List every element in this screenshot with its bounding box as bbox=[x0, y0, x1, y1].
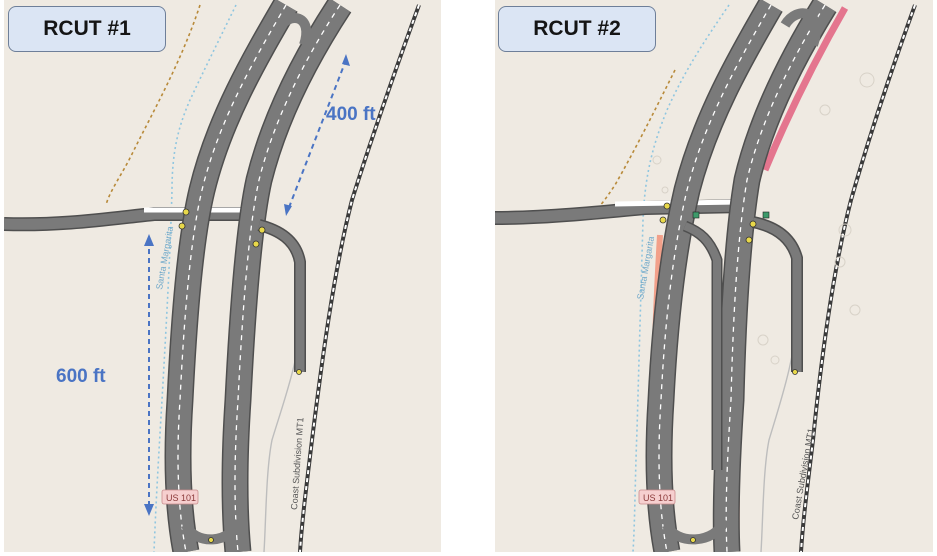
pink-shoulder-east bbox=[761, 6, 849, 172]
rcut-2-map: Santa Margarita Coast Subdivision MT1 US… bbox=[495, 0, 917, 552]
trail-line bbox=[594, 69, 676, 211]
dimension-arrow-400 bbox=[284, 54, 350, 216]
svg-text:US 101: US 101 bbox=[166, 493, 196, 503]
north-u-turn bbox=[273, 13, 312, 47]
svg-text:US 101: US 101 bbox=[643, 493, 673, 503]
trail-line bbox=[105, 4, 201, 206]
loop-connector bbox=[682, 220, 723, 470]
dimension-arrow-600 bbox=[144, 234, 154, 516]
rail-label: Coast Subdivision MT1 bbox=[790, 427, 816, 520]
north-u-turn bbox=[780, 8, 821, 47]
creek-label: Santa Margarita bbox=[154, 226, 175, 291]
route-shield bbox=[638, 489, 676, 505]
rail-line bbox=[799, 4, 917, 552]
dimension-label-400: 400 ft bbox=[326, 104, 376, 125]
rcut-1-title: RCUT #1 bbox=[8, 6, 166, 52]
rail-label: Coast Subdivision MT1 bbox=[289, 417, 305, 510]
creek-label: Santa Margarita bbox=[635, 236, 656, 301]
route-shield bbox=[161, 489, 199, 505]
dimension-label-600: 600 ft bbox=[56, 366, 106, 387]
creek-line bbox=[153, 4, 237, 552]
rcut-2-title: RCUT #2 bbox=[498, 6, 656, 52]
rcut-2-panel: Santa Margarita Coast Subdivision MT1 US… bbox=[495, 0, 933, 552]
rail-line bbox=[298, 4, 421, 552]
signal-markers bbox=[659, 202, 798, 543]
signal-markers bbox=[178, 208, 302, 543]
rcut-1-map: Santa Margarita Coast Subdivision MT1 US… bbox=[4, 0, 421, 552]
rcut-1-panel: Santa Margarita Coast Subdivision MT1 US… bbox=[4, 0, 441, 552]
